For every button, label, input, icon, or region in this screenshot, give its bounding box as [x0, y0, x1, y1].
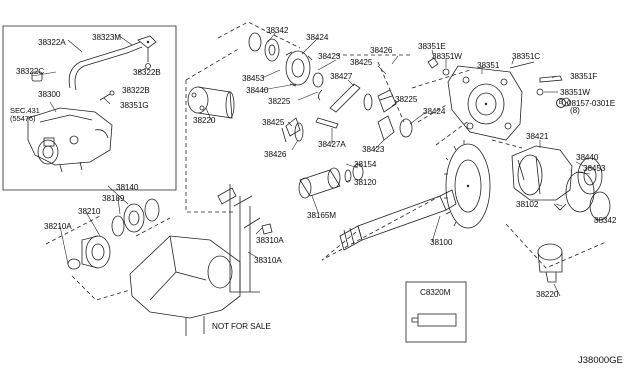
cap-bolt-2 — [243, 217, 261, 229]
label-38351E: 38351E — [418, 42, 446, 51]
label-38427A: 38427A — [318, 140, 346, 149]
label-38453-top: 38453 — [242, 74, 265, 83]
label-C8320M: C8320M — [420, 288, 451, 297]
inset-box — [2, 25, 177, 191]
adjuster — [261, 223, 273, 235]
label-38342-right: 38342 — [594, 216, 617, 225]
label-38322B-mid: 38322B — [122, 86, 150, 95]
label-38100: 38100 — [430, 238, 453, 247]
label-38102: 38102 — [516, 200, 539, 209]
inset-box-c8320m — [405, 281, 467, 343]
bearing-cap — [217, 187, 237, 205]
label-38220-right: 38220 — [536, 290, 559, 299]
label-38351W-top: 38351W — [432, 52, 462, 61]
label-38351W-mid: 38351W — [560, 88, 590, 97]
companion-flange-bottom — [537, 243, 563, 283]
label-38154: 38154 — [354, 160, 377, 169]
label-38427: 38427 — [330, 72, 353, 81]
label-38424-mid: 38424 — [423, 107, 446, 116]
label-38426-top: 38426 — [370, 46, 393, 55]
label-38424-top: 38424 — [306, 33, 329, 42]
label-38322C: 38322C — [16, 67, 45, 76]
label-38310A-a: 38310A — [256, 236, 284, 245]
label-38453-right: 38453 — [583, 164, 606, 173]
lock-pin — [315, 117, 339, 129]
carrier-assembly-small — [27, 107, 113, 173]
label-sec431: SEC.431 — [10, 106, 40, 115]
bolt-38351F — [539, 75, 563, 83]
label-08157-qty: (8) — [570, 106, 580, 115]
label-38210: 38210 — [78, 207, 101, 216]
label-38423-top: 38423 — [318, 52, 341, 61]
breather-hose — [68, 35, 157, 101]
sealant-tube — [417, 313, 457, 327]
label-38225-b: 38225 — [395, 95, 418, 104]
front-bearing — [123, 203, 145, 233]
label-08157-0301E: B 08157-0301E — [556, 98, 615, 108]
label-38165M: 38165M — [307, 211, 336, 220]
label-38225-a: 38225 — [268, 97, 291, 106]
thrust-washer — [318, 89, 323, 101]
label-38425-mid: 38425 — [262, 118, 285, 127]
label-sec431-ref: (55476) — [10, 114, 36, 123]
label-38140: 38140 — [116, 183, 139, 192]
washer-38351W-top — [442, 68, 450, 76]
label-38423-mid: 38423 — [362, 145, 385, 154]
ring-gear — [444, 140, 491, 229]
label-38310A-b: 38310A — [254, 256, 282, 265]
label-38342-top: 38342 — [266, 26, 289, 35]
companion-flange-left — [67, 235, 111, 270]
companion-flange-top — [187, 86, 235, 119]
label-not-for-sale: NOT FOR SALE — [212, 322, 271, 331]
oil-seal — [111, 215, 125, 237]
plug-38351E — [427, 57, 439, 69]
washer-38351W-mid — [536, 88, 544, 96]
label-38440-right: 38440 — [576, 153, 599, 162]
label-08157-number: 08157-0301E — [567, 98, 616, 108]
label-38351: 38351 — [477, 61, 500, 70]
clip-38322C — [31, 71, 43, 82]
pinion-mate-gears — [281, 89, 397, 143]
label-38351G: 38351G — [120, 101, 149, 110]
side-bearing — [399, 118, 413, 138]
rear-cover — [447, 65, 523, 141]
label-38425-top: 38425 — [350, 58, 373, 67]
label-38322B-top: 38322B — [133, 68, 161, 77]
label-38120: 38120 — [354, 178, 377, 187]
label-38351F: 38351F — [570, 72, 598, 81]
pinion-mate-shaft — [329, 83, 361, 113]
label-38220-top: 38220 — [193, 116, 216, 125]
label-38421: 38421 — [526, 132, 549, 141]
cap-bolt — [233, 195, 253, 207]
label-38426-mid: 38426 — [264, 150, 287, 159]
label-38300: 38300 — [38, 90, 61, 99]
label-38189: 38189 — [102, 194, 125, 203]
drive-pinion — [339, 189, 457, 251]
diagram-code: J38000GE — [578, 355, 623, 366]
pinion-bearing — [298, 163, 364, 199]
label-38322A: 38322A — [38, 38, 66, 47]
label-38440-top: 38440 — [246, 86, 269, 95]
side-gear-group-top — [248, 32, 324, 88]
label-38323M: 38323M — [92, 33, 121, 42]
front-bearing-cup — [144, 198, 160, 222]
bolt-circle-icon: B — [556, 98, 566, 108]
stud-38351C — [509, 61, 535, 69]
bolt-38102 — [553, 203, 567, 211]
label-38210A: 38210A — [44, 222, 72, 231]
gear-carrier-housing — [129, 235, 241, 336]
label-38351C: 38351C — [512, 52, 541, 61]
